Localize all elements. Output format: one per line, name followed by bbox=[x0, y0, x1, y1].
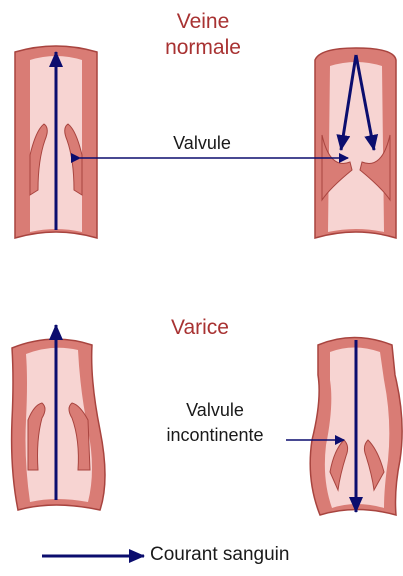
title-varicose: Varice bbox=[150, 315, 250, 341]
normal-vein-open-valve bbox=[15, 46, 97, 238]
label-valve: Valvule bbox=[152, 132, 252, 154]
label-incontinent-valve: Valvule incontinente bbox=[150, 398, 280, 448]
varicose-vein-open-valve bbox=[12, 325, 105, 510]
legend-label: Courant sanguin bbox=[150, 544, 289, 566]
normal-vein-closed-valve bbox=[315, 48, 396, 238]
varicose-vein-incontinent-valve bbox=[310, 338, 402, 516]
title-normal-vein: Veine normale bbox=[148, 9, 258, 61]
vein-lumen bbox=[328, 62, 384, 232]
